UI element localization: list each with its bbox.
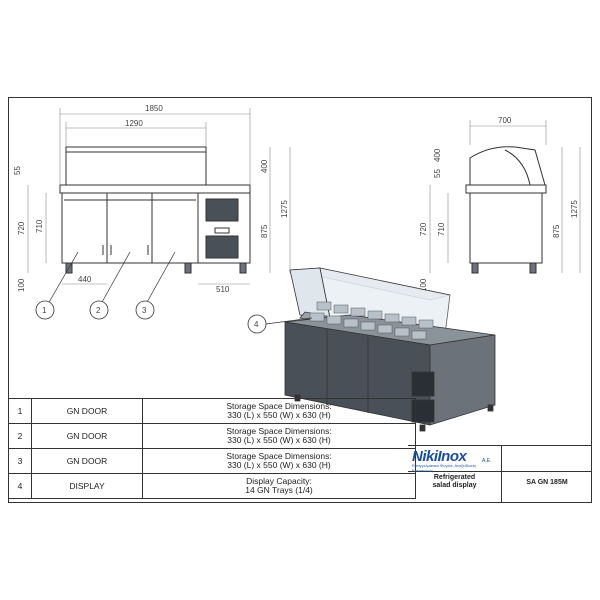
- front-controller: [214, 227, 230, 234]
- dim-700: 700: [498, 116, 512, 125]
- callout-3: 3: [135, 300, 155, 320]
- dim-510: 510: [216, 285, 230, 294]
- dim-720-front: 720: [17, 221, 26, 235]
- dim-400-side: 400: [433, 148, 442, 162]
- part-number: 1: [8, 398, 32, 424]
- part-name: GN DOOR: [31, 448, 143, 474]
- product-code: SA GN 185M: [526, 479, 568, 486]
- callout-4: 4: [247, 314, 267, 334]
- table-row: 1 GN DOOR Storage Space Dimensions:330 (…: [8, 398, 416, 424]
- svg-text:3: 3: [142, 306, 147, 315]
- part-description: Storage Space Dimensions:330 (L) x 550 (…: [142, 423, 416, 449]
- dim-720-side: 720: [419, 222, 428, 236]
- dim-1290: 1290: [125, 119, 143, 128]
- svg-text:1: 1: [42, 306, 47, 315]
- dim-710-side: 710: [437, 222, 446, 236]
- dim-1275-front: 1275: [280, 200, 289, 218]
- svg-text:4: 4: [254, 320, 259, 329]
- parts-table: 1 GN DOOR Storage Space Dimensions:330 (…: [8, 398, 416, 499]
- part-name: GN DOOR: [31, 423, 143, 449]
- part-description: Storage Space Dimensions:330 (L) x 550 (…: [142, 448, 416, 474]
- iso-cabinet-side: [429, 334, 496, 426]
- dim-55-front: 55: [13, 166, 22, 175]
- front-display-glass: [65, 146, 207, 186]
- dim-440: 440: [78, 275, 92, 284]
- part-number: 4: [8, 473, 32, 499]
- part-number: 2: [8, 423, 32, 449]
- part-number: 3: [8, 448, 32, 474]
- drawing-sheet-frame: [8, 97, 592, 503]
- dim-875-side: 875: [552, 224, 561, 238]
- dim-710-front: 710: [35, 219, 44, 233]
- part-name: GN DOOR: [31, 398, 143, 424]
- side-cabinet: [469, 192, 543, 264]
- front-compressor-unit: [197, 192, 251, 264]
- dim-1275-side: 1275: [570, 200, 579, 218]
- side-worktop: [465, 184, 547, 194]
- title-block: [408, 445, 592, 503]
- part-description: Display Capacity:14 GN Trays (1/4): [142, 473, 416, 499]
- side-view: [465, 146, 547, 274]
- side-dimension-lines: [429, 120, 581, 273]
- front-vent-upper: [205, 198, 239, 222]
- niki-inox-logo: NikiInox Επαγγελματικά Ψυγεία, Ανοξείδωτ…: [412, 448, 492, 473]
- table-row: 2 GN DOOR Storage Space Dimensions:330 (…: [8, 423, 416, 449]
- dim-1850: 1850: [145, 104, 163, 113]
- table-row: 4 DISPLAY Display Capacity:14 GN Trays (…: [8, 473, 416, 499]
- callout-2: 2: [89, 300, 109, 320]
- front-worktop: [59, 184, 251, 194]
- dim-875-front: 875: [260, 224, 269, 238]
- front-vent-lower: [205, 235, 239, 259]
- dim-400-front: 400: [260, 159, 269, 173]
- callout-1: 1: [35, 300, 55, 320]
- part-name: DISPLAY: [31, 473, 143, 499]
- dim-100-side: 100: [419, 278, 428, 292]
- callout-leaders: [47, 251, 313, 325]
- side-display-canopy: [469, 146, 546, 186]
- dim-100-front: 100: [17, 278, 26, 292]
- iso-gn-trays: [309, 301, 434, 340]
- front-view: [59, 146, 251, 274]
- table-row: 3 GN DOOR Storage Space Dimensions:330 (…: [8, 448, 416, 474]
- front-dimension-lines: [27, 108, 291, 285]
- dim-55-side: 55: [433, 169, 442, 178]
- svg-text:2: 2: [96, 306, 101, 315]
- part-description: Storage Space Dimensions:330 (L) x 550 (…: [142, 398, 416, 424]
